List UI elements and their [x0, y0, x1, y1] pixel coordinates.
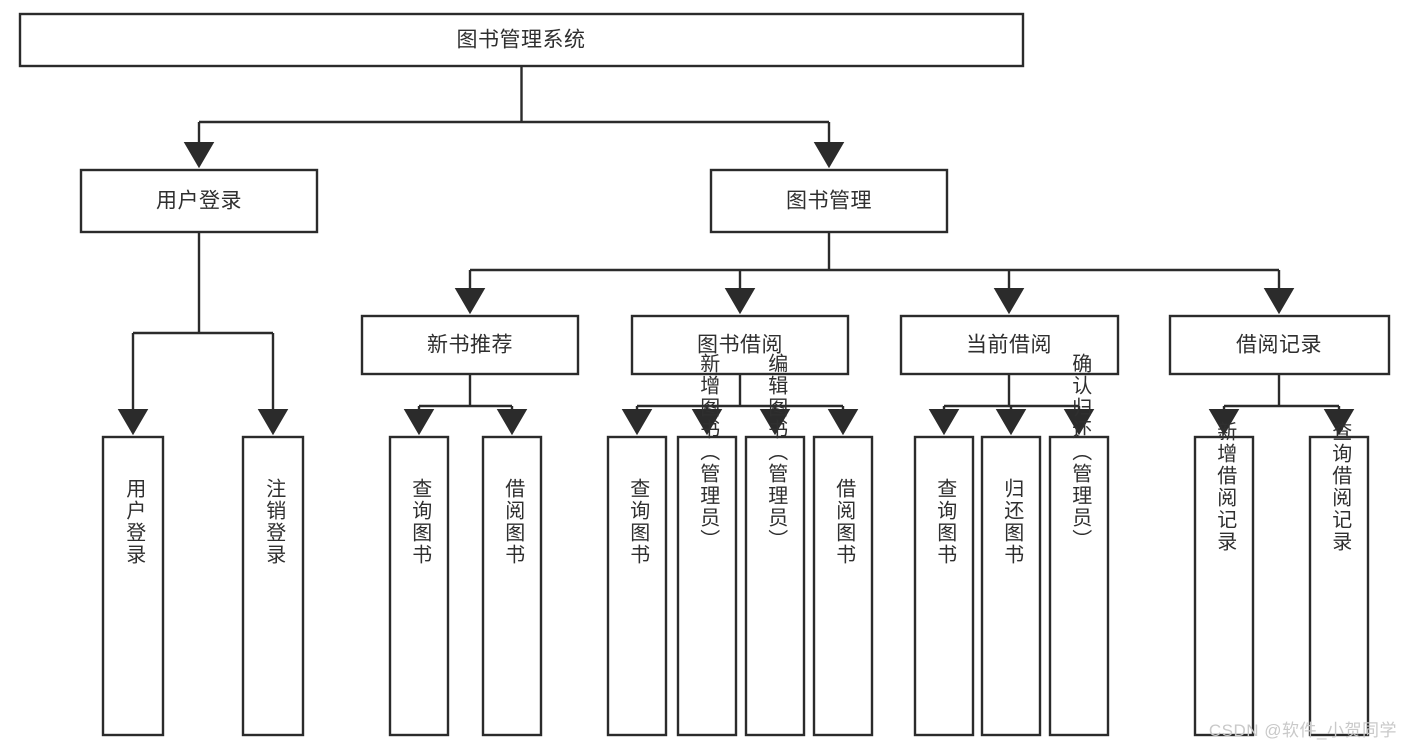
leaf-box-query-borrow-record[interactable]: [1308, 435, 1370, 737]
node-root-system[interactable]: 图书管理系统: [18, 12, 1025, 68]
node-user-login[interactable]: 用户登录: [79, 168, 319, 234]
root-label: 图书管理系统: [457, 29, 586, 52]
current-borrow-box[interactable]: [899, 314, 1120, 376]
node-book-borrow[interactable]: 图书借阅: [630, 314, 850, 376]
leaf-box-logout[interactable]: [241, 435, 305, 737]
leaf-node-return-book[interactable]: 归还图书: [980, 435, 1042, 737]
current-borrow-label: 当前借阅: [966, 334, 1052, 357]
borrow-record-box[interactable]: [1168, 314, 1391, 376]
node-new-book-recommend[interactable]: 新书推荐: [360, 314, 580, 376]
leaf-box-borrow-book-newbook[interactable]: [481, 435, 543, 737]
leaf-label-edit-book-admin: 编辑图书（管理员）: [765, 353, 788, 551]
leaf-box-edit-book-admin[interactable]: [744, 435, 806, 737]
root-box[interactable]: [18, 12, 1025, 68]
new-book-recommend-box[interactable]: [360, 314, 580, 376]
leaf-label-logout: 注销登录: [263, 478, 286, 566]
leaf-node-add-book-admin[interactable]: 新增图书（管理员）: [676, 353, 738, 737]
leaf-label-user-login: 用户登录: [123, 478, 146, 566]
leaf-box-query-book-borrow[interactable]: [606, 435, 668, 737]
new-book-recommend-label: 新书推荐: [427, 334, 513, 357]
leaf-node-borrow-book-newbook[interactable]: 借阅图书: [481, 435, 543, 737]
leaf-label-query-book-newbook: 查询图书: [409, 478, 432, 566]
leaf-label-add-borrow-record: 新增借阅记录: [1214, 421, 1237, 553]
book-borrow-box[interactable]: [630, 314, 850, 376]
book-management-label: 图书管理: [786, 190, 872, 213]
leaf-box-return-book[interactable]: [980, 435, 1042, 737]
leaf-box-borrow-book-borrow[interactable]: [812, 435, 874, 737]
user-login-box[interactable]: [79, 168, 319, 234]
leaf-node-add-borrow-record[interactable]: 新增借阅记录: [1193, 421, 1255, 737]
connector-layer: [117, 66, 1355, 436]
leaf-label-add-book-admin: 新增图书（管理员）: [697, 353, 720, 551]
node-current-borrow[interactable]: 当前借阅: [899, 314, 1120, 376]
leaf-box-add-book-admin[interactable]: [676, 435, 738, 737]
leaf-label-query-book-borrow: 查询图书: [627, 478, 650, 566]
leaf-layer: 用户登录 注销登录 查询图书 借阅图书 查询图书 新增图书（管理员）: [101, 353, 1370, 737]
leaf-box-user-login[interactable]: [101, 435, 165, 737]
leaf-node-query-book-borrow[interactable]: 查询图书: [606, 435, 668, 737]
leaf-label-borrow-book-newbook: 借阅图书: [502, 478, 525, 566]
book-management-box[interactable]: [709, 168, 949, 234]
leaf-label-return-book: 归还图书: [1001, 478, 1024, 566]
book-borrow-label: 图书借阅: [697, 334, 783, 357]
leaf-node-borrow-book-borrow[interactable]: 借阅图书: [812, 435, 874, 737]
leaf-label-borrow-book-borrow: 借阅图书: [833, 478, 856, 566]
leaf-node-confirm-return-admin[interactable]: 确认归还（管理员）: [1048, 353, 1110, 737]
leaf-box-query-book-newbook[interactable]: [388, 435, 450, 737]
leaf-box-query-book-current[interactable]: [913, 435, 975, 737]
leaf-box-add-borrow-record[interactable]: [1193, 435, 1255, 737]
leaf-box-confirm-return-admin[interactable]: [1048, 435, 1110, 737]
leaf-label-confirm-return-admin: 确认归还（管理员）: [1069, 353, 1092, 551]
leaf-node-edit-book-admin[interactable]: 编辑图书（管理员）: [744, 353, 806, 737]
leaf-node-query-borrow-record[interactable]: 查询借阅记录: [1308, 421, 1370, 737]
node-borrow-record[interactable]: 借阅记录: [1168, 314, 1391, 376]
node-book-management[interactable]: 图书管理: [709, 168, 949, 234]
leaf-label-query-book-current: 查询图书: [934, 478, 957, 566]
leaf-node-user-login[interactable]: 用户登录: [101, 435, 165, 737]
leaf-label-query-borrow-record: 查询借阅记录: [1329, 421, 1352, 553]
borrow-record-label: 借阅记录: [1236, 334, 1322, 357]
user-login-label: 用户登录: [156, 190, 242, 213]
leaf-node-query-book-newbook[interactable]: 查询图书: [388, 435, 450, 737]
leaf-node-logout[interactable]: 注销登录: [241, 435, 305, 737]
leaf-node-query-book-current[interactable]: 查询图书: [913, 435, 975, 737]
